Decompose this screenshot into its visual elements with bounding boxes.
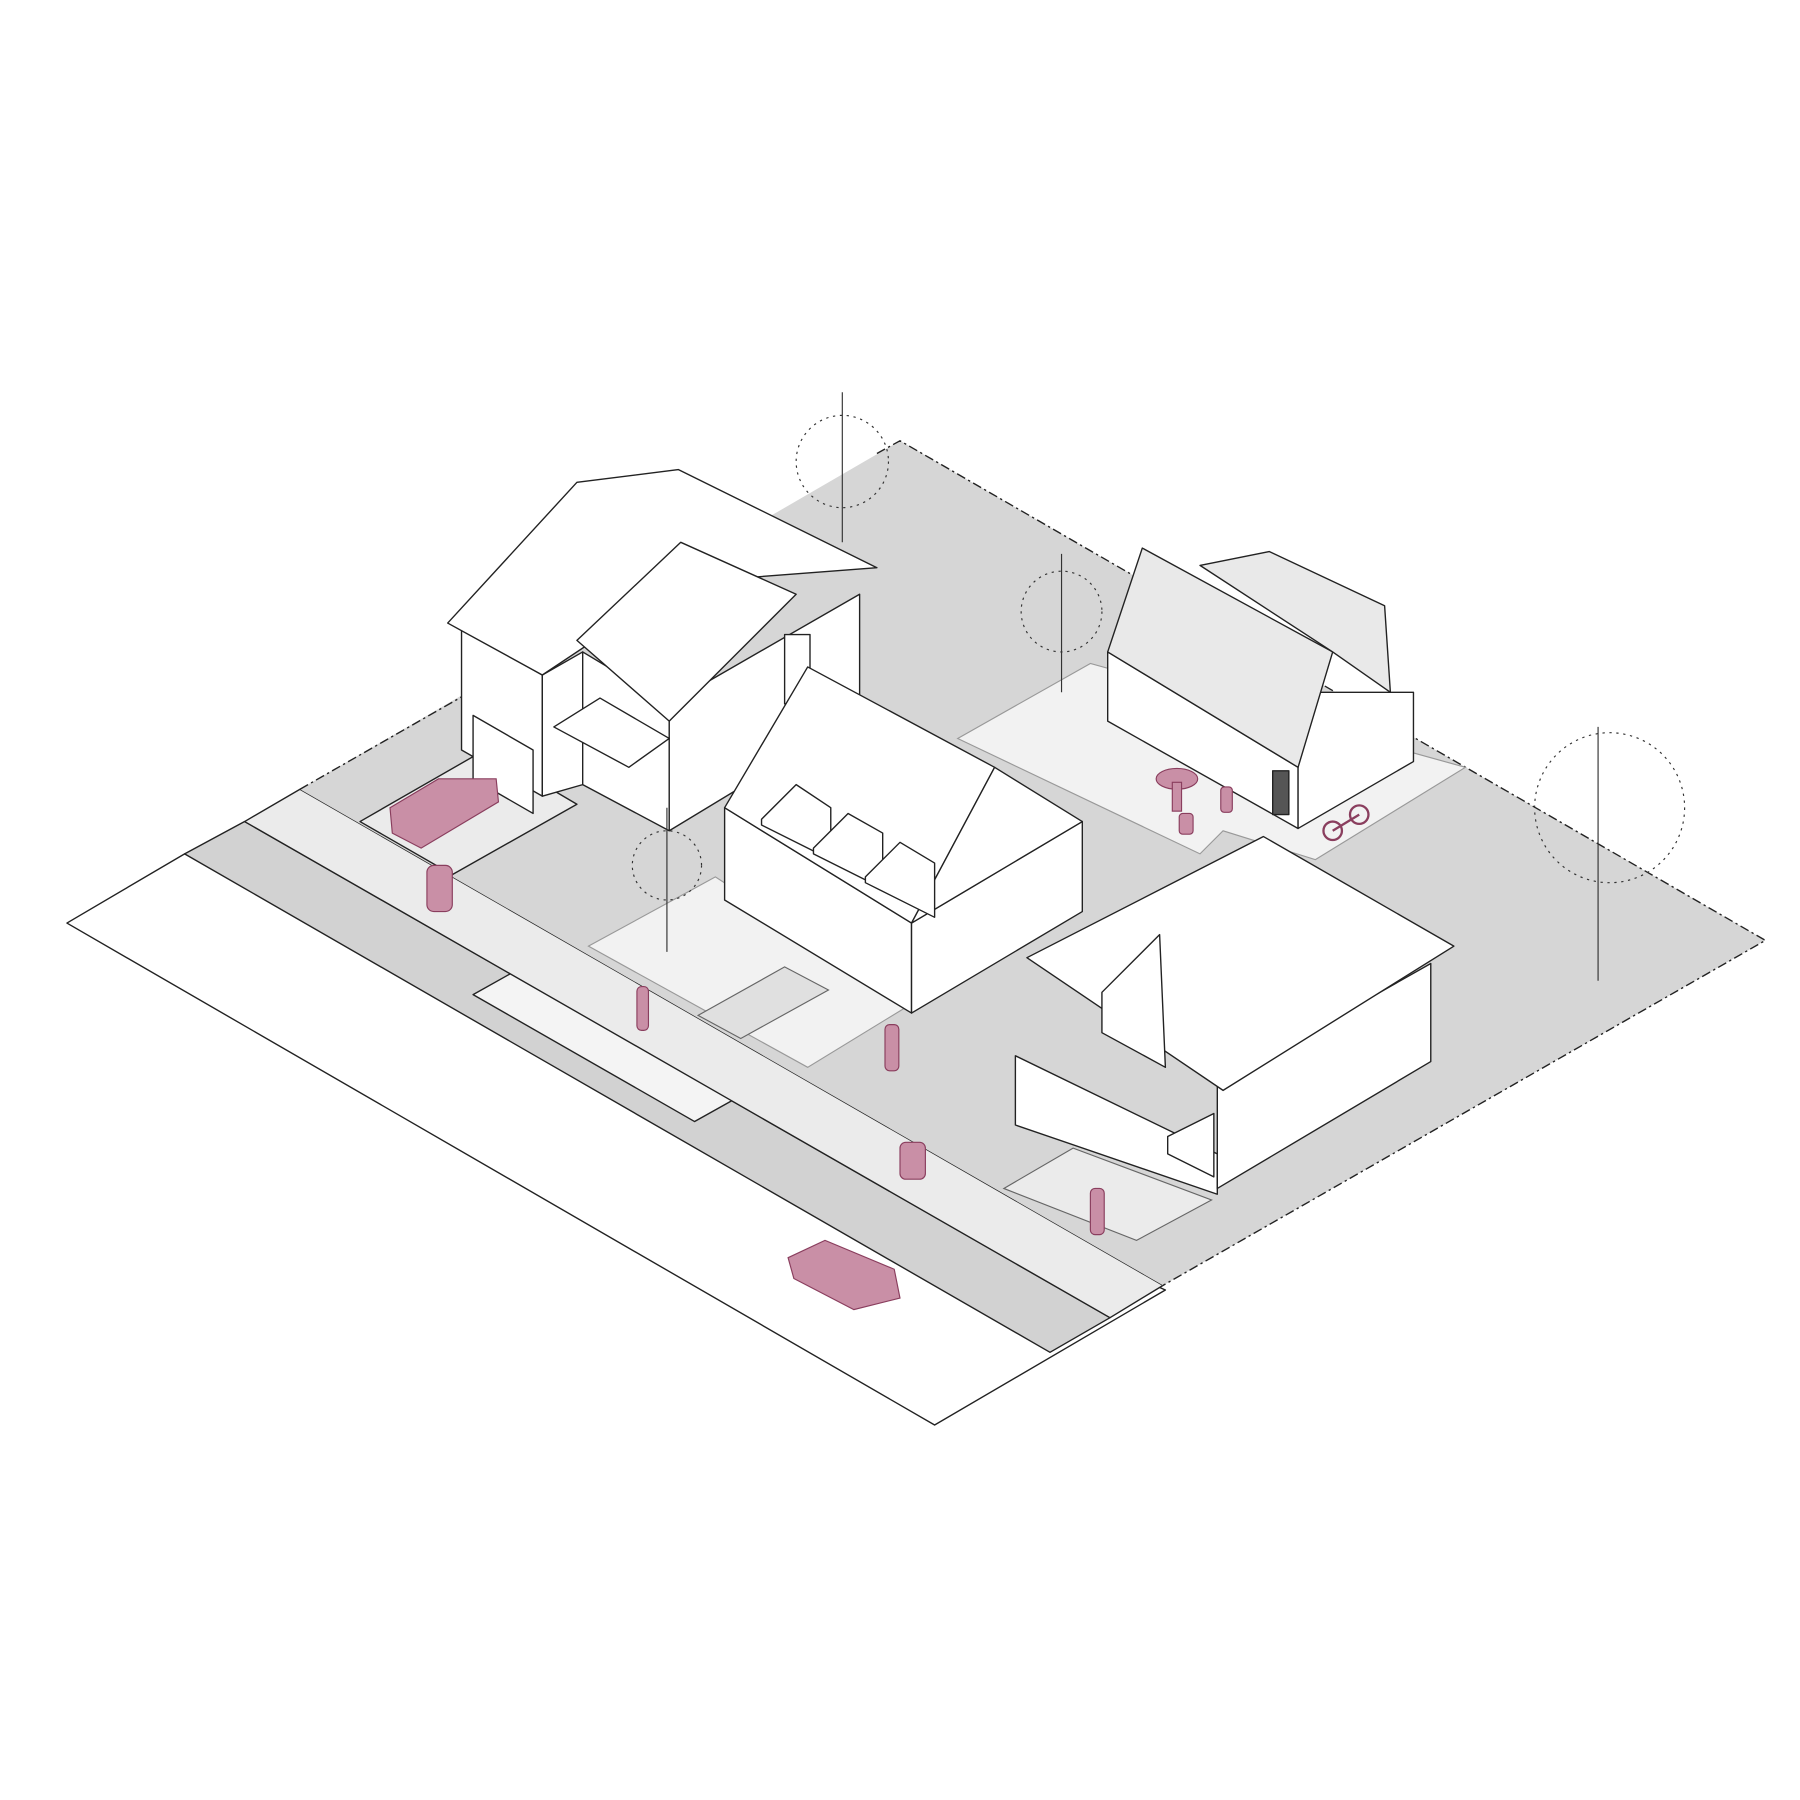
backyard-cottage bbox=[1106, 547, 1415, 830]
garage-door bbox=[1166, 1112, 1215, 1178]
porch-roof bbox=[553, 697, 670, 768]
car bbox=[787, 1239, 901, 1311]
trees bbox=[631, 392, 1686, 981]
people bbox=[426, 786, 1233, 1236]
lot-line bbox=[876, 439, 1767, 1286]
car bbox=[389, 778, 500, 849]
patio-table bbox=[1155, 767, 1199, 812]
garage-door bbox=[472, 714, 534, 815]
bicycle bbox=[1322, 804, 1370, 842]
two-storey-house bbox=[447, 468, 878, 832]
door bbox=[1272, 770, 1290, 816]
corner-house bbox=[1014, 835, 1455, 1195]
lot-line bbox=[299, 696, 462, 790]
dormer bbox=[864, 841, 936, 918]
paved-walk bbox=[696, 966, 830, 1040]
cape-cod-house bbox=[723, 666, 1083, 1014]
